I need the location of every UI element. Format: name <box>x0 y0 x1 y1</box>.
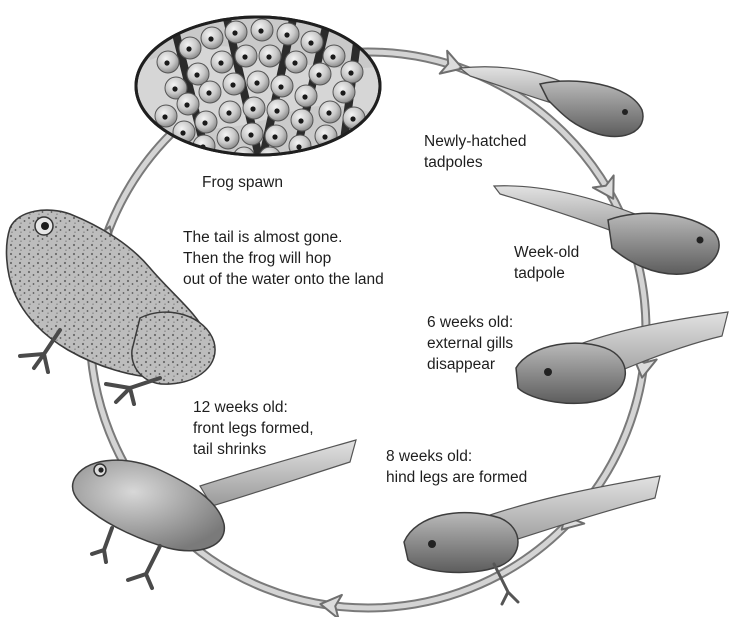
label-six-weeks: 6 weeks old: external gills disappear <box>427 312 513 375</box>
label-twelve-weeks-line-2: front legs formed, <box>193 418 314 439</box>
label-tail-gone-line-3: out of the water onto the land <box>183 269 384 290</box>
label-newly-hatched-line-1: Newly-hatched <box>424 131 527 152</box>
label-eight-weeks: 8 weeks old: hind legs are formed <box>386 446 527 488</box>
label-frog-spawn: Frog spawn <box>202 172 283 193</box>
label-eight-weeks-line-2: hind legs are formed <box>386 467 527 488</box>
label-twelve-weeks: 12 weeks old: front legs formed, tail sh… <box>193 397 314 460</box>
six-week-tadpole-illustration <box>516 312 728 403</box>
label-six-weeks-line-3: disappear <box>427 354 513 375</box>
label-six-weeks-line-2: external gills <box>427 333 513 354</box>
label-twelve-weeks-line-1: 12 weeks old: <box>193 397 314 418</box>
label-eight-weeks-line-1: 8 weeks old: <box>386 446 527 467</box>
label-newly-hatched: Newly-hatched tadpoles <box>424 131 527 173</box>
label-frog-spawn-text: Frog spawn <box>202 172 283 193</box>
label-twelve-weeks-line-3: tail shrinks <box>193 439 314 460</box>
label-tail-almost-gone: The tail is almost gone. Then the frog w… <box>183 227 384 290</box>
label-week-old-line-2: tadpole <box>514 263 579 284</box>
label-week-old-line-1: Week-old <box>514 242 579 263</box>
frog-spawn-illustration <box>130 5 400 180</box>
label-tail-gone-line-1: The tail is almost gone. <box>183 227 384 248</box>
label-newly-hatched-line-2: tadpoles <box>424 152 527 173</box>
label-week-old: Week-old tadpole <box>514 242 579 284</box>
label-six-weeks-line-1: 6 weeks old: <box>427 312 513 333</box>
eight-week-tadpole-illustration <box>404 476 660 604</box>
label-tail-gone-line-2: Then the frog will hop <box>183 248 384 269</box>
